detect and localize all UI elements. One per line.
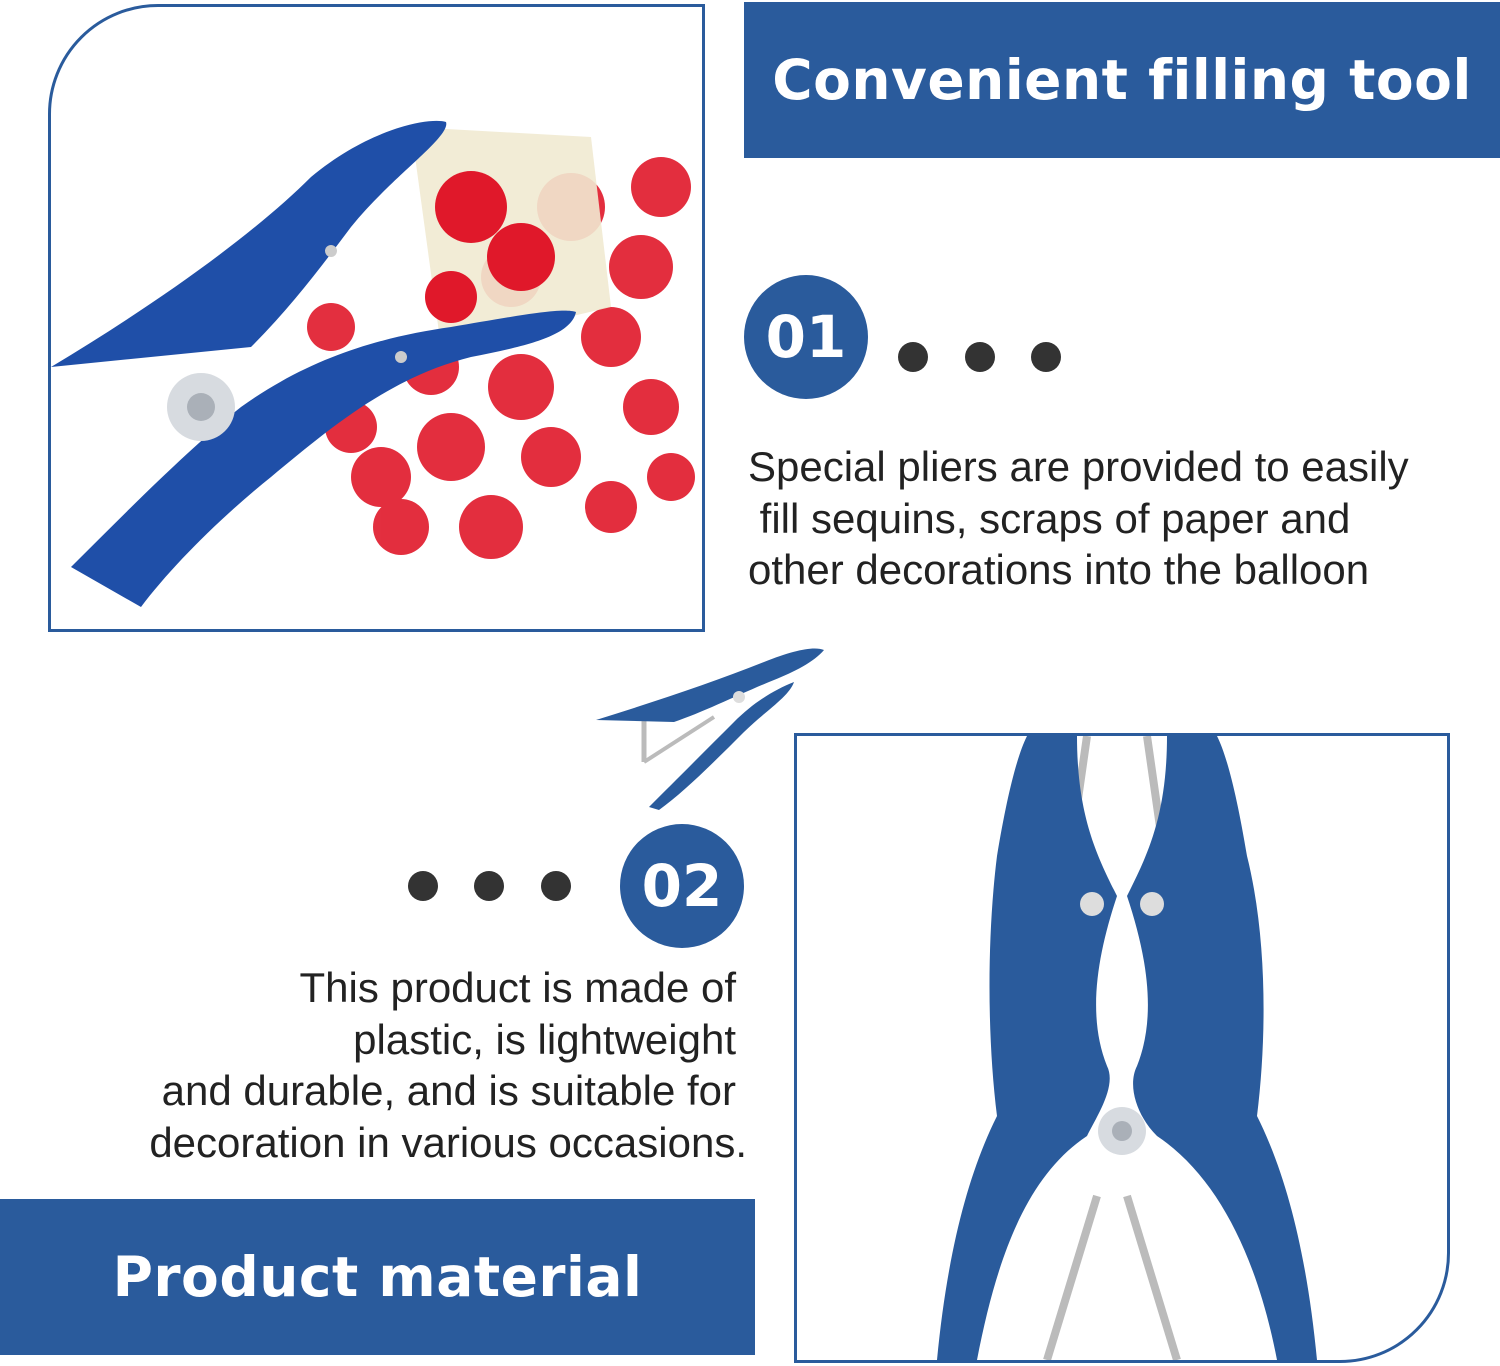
dot-decoration (474, 871, 504, 901)
description-line: fill sequins, scraps of paper and (748, 494, 1351, 542)
description-line: Special pliers are provided to easily (748, 443, 1409, 490)
description-line: other decorations into the balloon (748, 546, 1370, 593)
dot-decoration (1031, 342, 1061, 372)
product-photo-closeup (794, 733, 1450, 1363)
description-line: plastic, is lightweight (353, 1015, 736, 1063)
banner-convenient-filling-tool: Convenient filling tool (744, 2, 1500, 158)
dot-decoration (541, 871, 571, 901)
small-pliers-image (596, 648, 824, 810)
pliers-closeup-illustration (937, 736, 1317, 1360)
product-photo-confetti (48, 4, 705, 632)
step-badge-01: 01 (744, 275, 868, 399)
description-filling-tool: Special pliers are provided to easily fi… (748, 441, 1409, 596)
description-line: This product is made of (299, 964, 736, 1011)
banner-product-material: Product material (0, 1199, 755, 1355)
description-line: decoration in various occasions. (149, 1118, 747, 1166)
dot-decoration (408, 871, 438, 901)
step-badge-02: 02 (620, 824, 744, 948)
dot-decoration (965, 342, 995, 372)
dot-decoration (898, 342, 928, 372)
description-line: and durable, and is suitable for (161, 1067, 736, 1114)
pliers-confetti-illustration (51, 120, 695, 607)
